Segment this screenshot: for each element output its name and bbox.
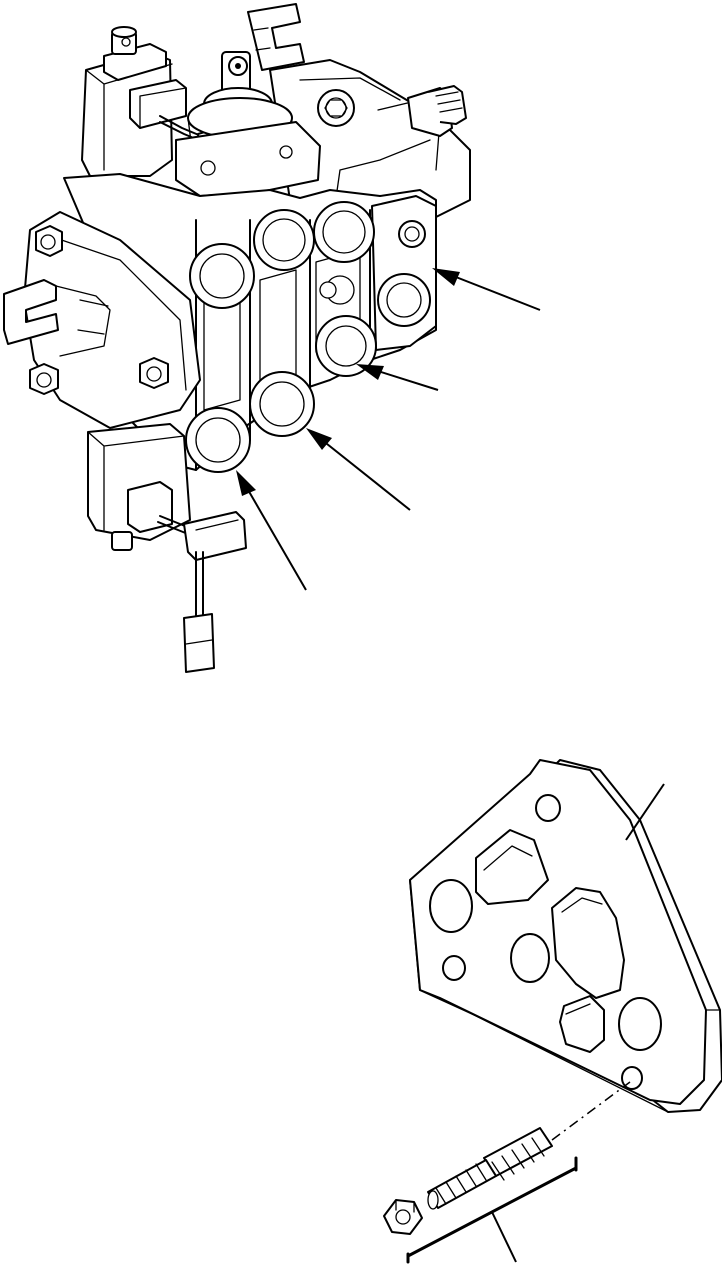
relief-valve-fitting xyxy=(407,85,467,137)
callout-arrow xyxy=(306,428,411,511)
hex-nut xyxy=(29,363,59,395)
port-ring xyxy=(189,243,255,309)
hex-nut xyxy=(139,357,169,389)
valve-plate-and-stud-kit xyxy=(383,759,722,1264)
callout-arrow xyxy=(356,364,439,391)
valve-sections xyxy=(63,173,437,473)
kit-leader xyxy=(491,1211,517,1263)
bolt-hole xyxy=(442,955,466,981)
callout-arrow xyxy=(432,268,541,311)
port-hole xyxy=(618,997,662,1051)
solenoid-bottom xyxy=(87,423,247,673)
callout-arrows xyxy=(236,268,541,591)
oil-cavity xyxy=(475,829,549,905)
spool-lever xyxy=(175,51,321,197)
port-ring xyxy=(313,201,375,263)
port-ring xyxy=(185,407,251,473)
oil-cavity xyxy=(559,995,605,1053)
callout-arrow xyxy=(236,470,307,591)
solenoid-top xyxy=(81,26,257,177)
stud xyxy=(427,1127,553,1210)
port-ring xyxy=(315,315,377,377)
hex-nut xyxy=(35,225,63,257)
end-cover-plate xyxy=(3,211,201,429)
port-hole xyxy=(429,879,473,933)
valve-plate xyxy=(409,759,722,1113)
hex-nut xyxy=(383,1199,423,1235)
port-ring xyxy=(253,209,315,271)
stud-centerline xyxy=(551,1081,631,1141)
port-ring xyxy=(249,371,315,437)
plate-leader xyxy=(625,783,665,841)
port-hole xyxy=(510,933,550,983)
oil-cavity xyxy=(551,887,625,999)
control-valve-assembly xyxy=(3,3,541,673)
bolt-hole xyxy=(535,794,561,822)
mounting-bracket xyxy=(247,3,305,71)
